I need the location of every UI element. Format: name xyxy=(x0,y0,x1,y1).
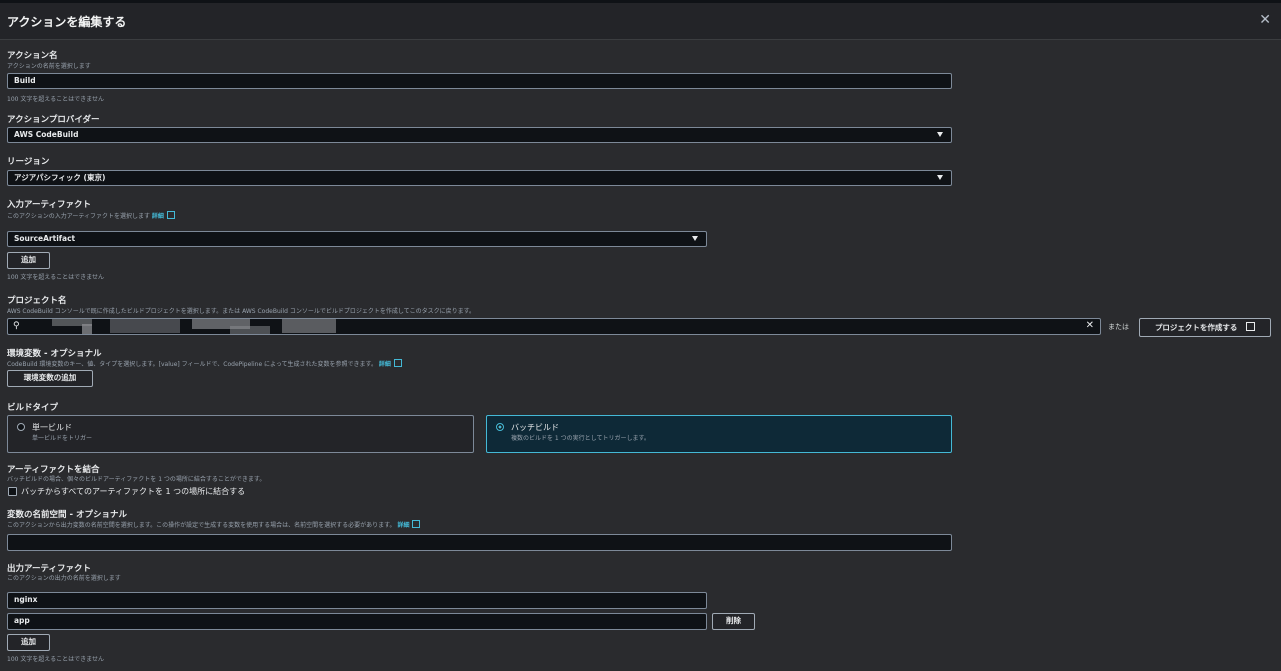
action-provider-label: アクションプロバイダー xyxy=(7,115,100,125)
redacted-project-name xyxy=(82,324,92,334)
input-artifacts-label: 入力アーティファクト xyxy=(7,200,91,210)
single-build-radio[interactable] xyxy=(17,423,25,431)
redacted-project-name xyxy=(110,319,180,333)
output-artifact-input[interactable]: app xyxy=(7,613,707,630)
output-artifacts-label: 出力アーティファクト xyxy=(7,564,91,574)
input-artifact-value: SourceArtifact xyxy=(14,234,76,243)
add-env-var-button[interactable]: 環境変数の追加 xyxy=(7,370,93,387)
project-name-label: プロジェクト名 xyxy=(7,296,67,306)
add-output-artifact-button[interactable]: 追加 xyxy=(7,634,50,651)
build-type-label: ビルドタイプ xyxy=(7,403,59,413)
dialog-title: アクションを編集する xyxy=(7,15,127,29)
batch-build-desc: 複数のビルドを 1 つの実行としてトリガーします。 xyxy=(511,435,650,442)
output-artifacts-description: このアクションの出力の名前を選択します xyxy=(7,575,121,582)
action-name-description: アクションの名前を選択します xyxy=(7,63,91,70)
action-provider-select[interactable]: AWS CodeBuild xyxy=(7,127,952,143)
region-select[interactable]: アジアパシフィック (東京) xyxy=(7,170,952,186)
external-link-icon xyxy=(412,520,421,528)
caret-down-icon xyxy=(937,175,943,180)
redacted-project-name xyxy=(230,326,270,334)
project-name-description: AWS CodeBuild コンソールで既に作成したビルドプロジェクトを選択しま… xyxy=(7,308,476,315)
add-input-artifact-button[interactable]: 追加 xyxy=(7,252,50,269)
env-vars-description: CodeBuild 環境変数のキー、値、タイプを選択します。[value] フィ… xyxy=(7,358,402,368)
single-build-desc: 単一ビルドをトリガー xyxy=(32,435,93,442)
env-vars-label: 環境変数 - オプショナル xyxy=(7,349,102,359)
input-artifacts-description-text: このアクションの入力アーティファクトを選択します xyxy=(7,213,150,220)
redacted-project-name xyxy=(192,319,250,329)
top-strip xyxy=(0,0,1281,3)
region-value: アジアパシフィック (東京) xyxy=(14,173,106,182)
single-build-title: 単一ビルド xyxy=(32,423,72,432)
batch-build-title: バッチビルド xyxy=(511,423,559,432)
build-type-batch-option[interactable]: バッチビルド 複数のビルドを 1 つの実行としてトリガーします。 xyxy=(486,415,952,453)
action-provider-value: AWS CodeBuild xyxy=(14,130,79,139)
output-artifacts-hint: 100 文字を超えることはできません xyxy=(7,656,105,663)
variable-namespace-description: このアクションから出力変数の名前空間を選択します。この操作が設定で生成する変数を… xyxy=(7,519,421,529)
input-artifact-select[interactable]: SourceArtifact xyxy=(7,231,707,247)
variable-namespace-label: 変数の名前空間 - オプショナル xyxy=(7,510,127,520)
remove-output-artifact-button[interactable]: 削除 xyxy=(712,613,755,630)
input-artifacts-details-link[interactable]: 詳細 xyxy=(151,213,164,220)
input-artifacts-description: このアクションの入力アーティファクトを選択します 詳細 xyxy=(7,210,175,220)
action-name-input[interactable]: Build xyxy=(7,73,952,89)
redacted-project-name xyxy=(52,319,92,326)
region-label: リージョン xyxy=(7,157,50,167)
external-link-icon xyxy=(166,211,175,219)
external-link-icon xyxy=(393,359,402,367)
output-artifact-input[interactable]: nginx xyxy=(7,592,707,609)
combine-artifacts-label: アーティファクトを結合 xyxy=(7,465,100,475)
search-icon: ⚲ xyxy=(13,321,20,331)
variable-namespace-description-text: このアクションから出力変数の名前空間を選択します。この操作が設定で生成する変数を… xyxy=(7,522,396,529)
variable-namespace-details-link[interactable]: 詳細 xyxy=(397,522,410,529)
or-text: または xyxy=(1108,323,1129,331)
caret-down-icon xyxy=(692,236,698,241)
action-name-label: アクション名 xyxy=(7,51,58,61)
create-project-button[interactable]: プロジェクトを作成する xyxy=(1139,318,1271,337)
action-name-hint: 100 文字を超えることはできません xyxy=(7,96,105,103)
create-project-button-label: プロジェクトを作成する xyxy=(1154,323,1238,332)
caret-down-icon xyxy=(937,132,943,137)
input-artifacts-hint: 100 文字を超えることはできません xyxy=(7,274,105,281)
redacted-project-name xyxy=(282,319,336,333)
batch-build-radio[interactable] xyxy=(496,423,504,431)
variable-namespace-input[interactable] xyxy=(7,534,952,551)
combine-artifacts-description: バッチビルドの場合、個々のビルドアーティファクトを 1 つの場所に結合することが… xyxy=(7,476,266,483)
dialog-header: アクションを編集する ✕ xyxy=(0,3,1281,40)
project-search-input[interactable]: ⚲ ✕ xyxy=(7,318,1101,335)
combine-artifacts-checkbox-label: バッチからすべてのアーティファクトを 1 つの場所に結合する xyxy=(21,487,246,496)
combine-artifacts-checkbox[interactable] xyxy=(8,487,17,496)
env-vars-details-link[interactable]: 詳細 xyxy=(378,361,391,368)
external-link-icon xyxy=(1246,322,1256,331)
close-icon[interactable]: ✕ xyxy=(1259,12,1271,28)
clear-icon[interactable]: ✕ xyxy=(1085,320,1094,331)
env-vars-description-text: CodeBuild 環境変数のキー、値、タイプを選択します。[value] フィ… xyxy=(7,361,377,368)
build-type-single-option[interactable]: 単一ビルド 単一ビルドをトリガー xyxy=(7,415,474,453)
